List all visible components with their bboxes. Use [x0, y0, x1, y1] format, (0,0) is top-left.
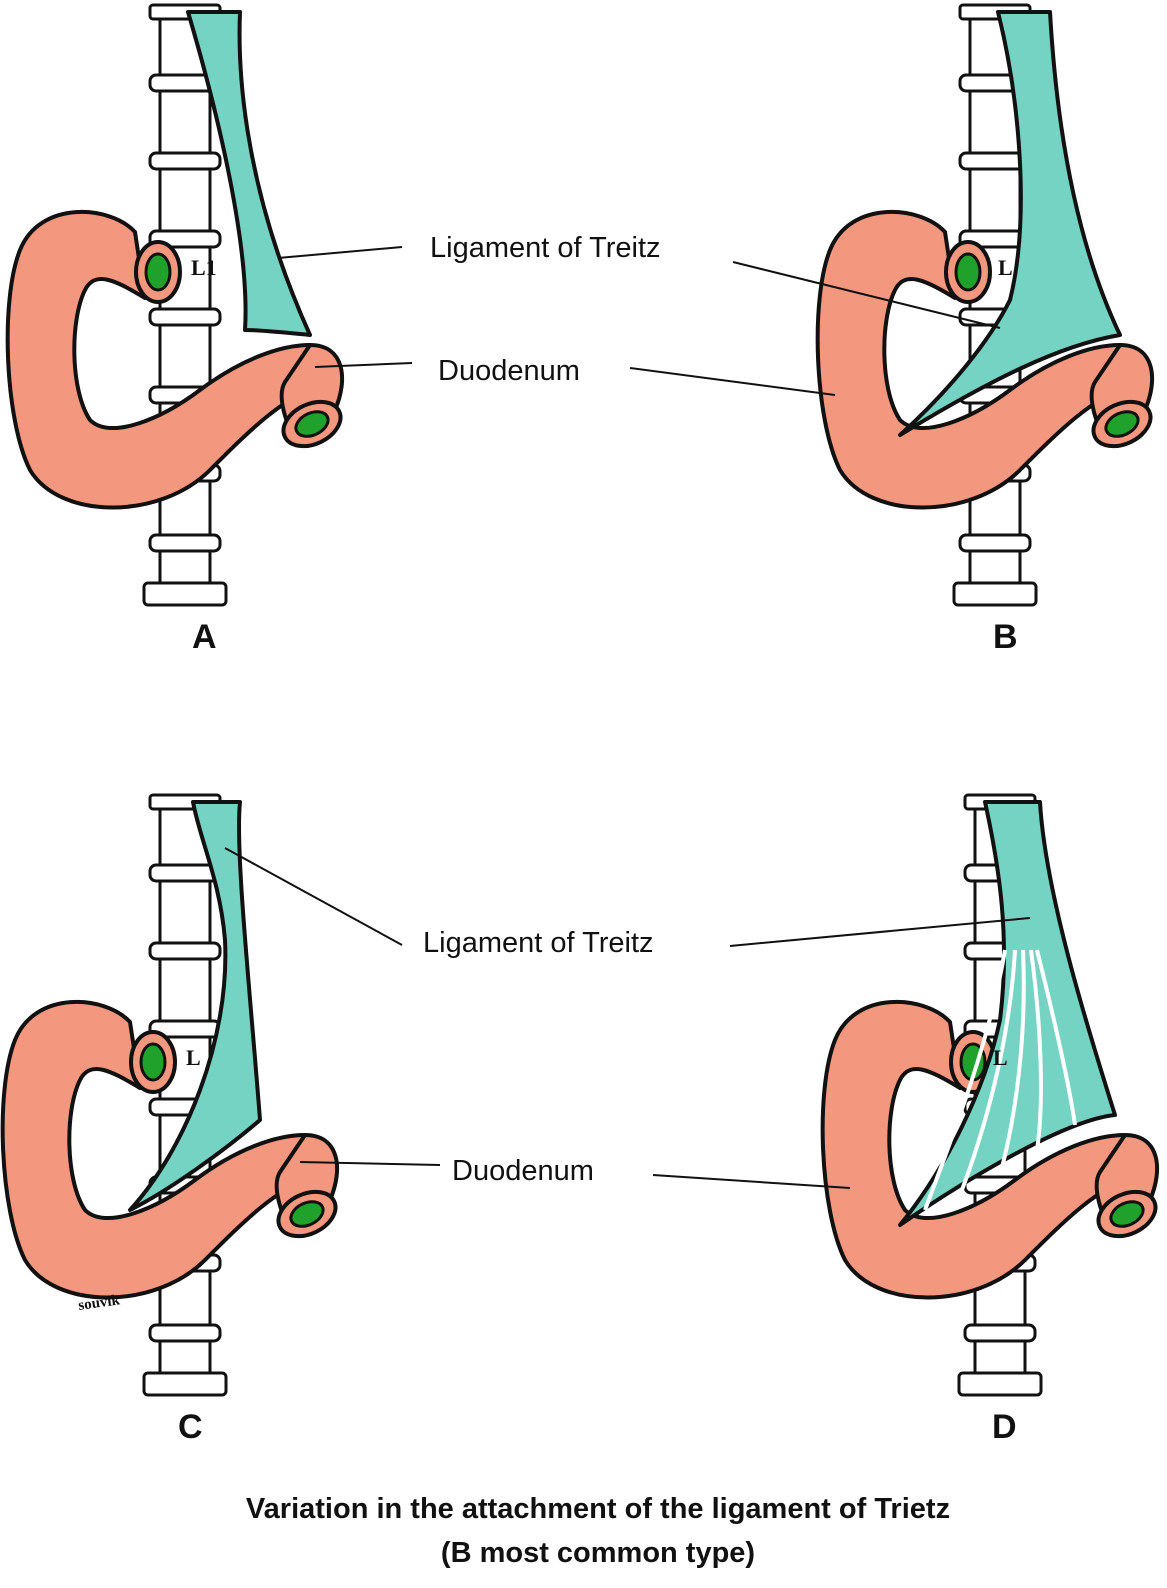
caption-line-1: Variation in the attachment of the ligam… [246, 1493, 950, 1525]
panel-letter-b: B [993, 618, 1018, 656]
ligament-label-c: Ligament of Treitz [423, 927, 654, 959]
ligament-b [898, 10, 1122, 437]
ligament-label-a: Ligament of Treitz [430, 232, 661, 264]
panel-d: L D [820, 793, 1165, 1446]
panel-letter-a: A [192, 618, 217, 656]
vertebra-label-c: L [186, 1045, 201, 1070]
caption-line-2: (B most common type) [441, 1537, 755, 1569]
vertebra-label-a: L1 [191, 255, 217, 280]
duodenum-label-a: Duodenum [438, 355, 580, 387]
panel-a: L1 Ligament of Treitz Duodenum A [5, 3, 661, 656]
ligament-c [128, 800, 262, 1212]
vertebra-label-b: L [998, 255, 1013, 280]
ligament-a [186, 10, 312, 337]
panel-b: L B [815, 3, 1160, 656]
panel-letter-c: C [178, 1408, 203, 1446]
duodenum-label-c: Duodenum [452, 1155, 594, 1187]
panel-c: L souvik C [0, 793, 345, 1446]
vertebra-label-d: L [993, 1045, 1008, 1070]
panel-letter-d: D [992, 1408, 1017, 1446]
signature: souvik [77, 1292, 121, 1314]
